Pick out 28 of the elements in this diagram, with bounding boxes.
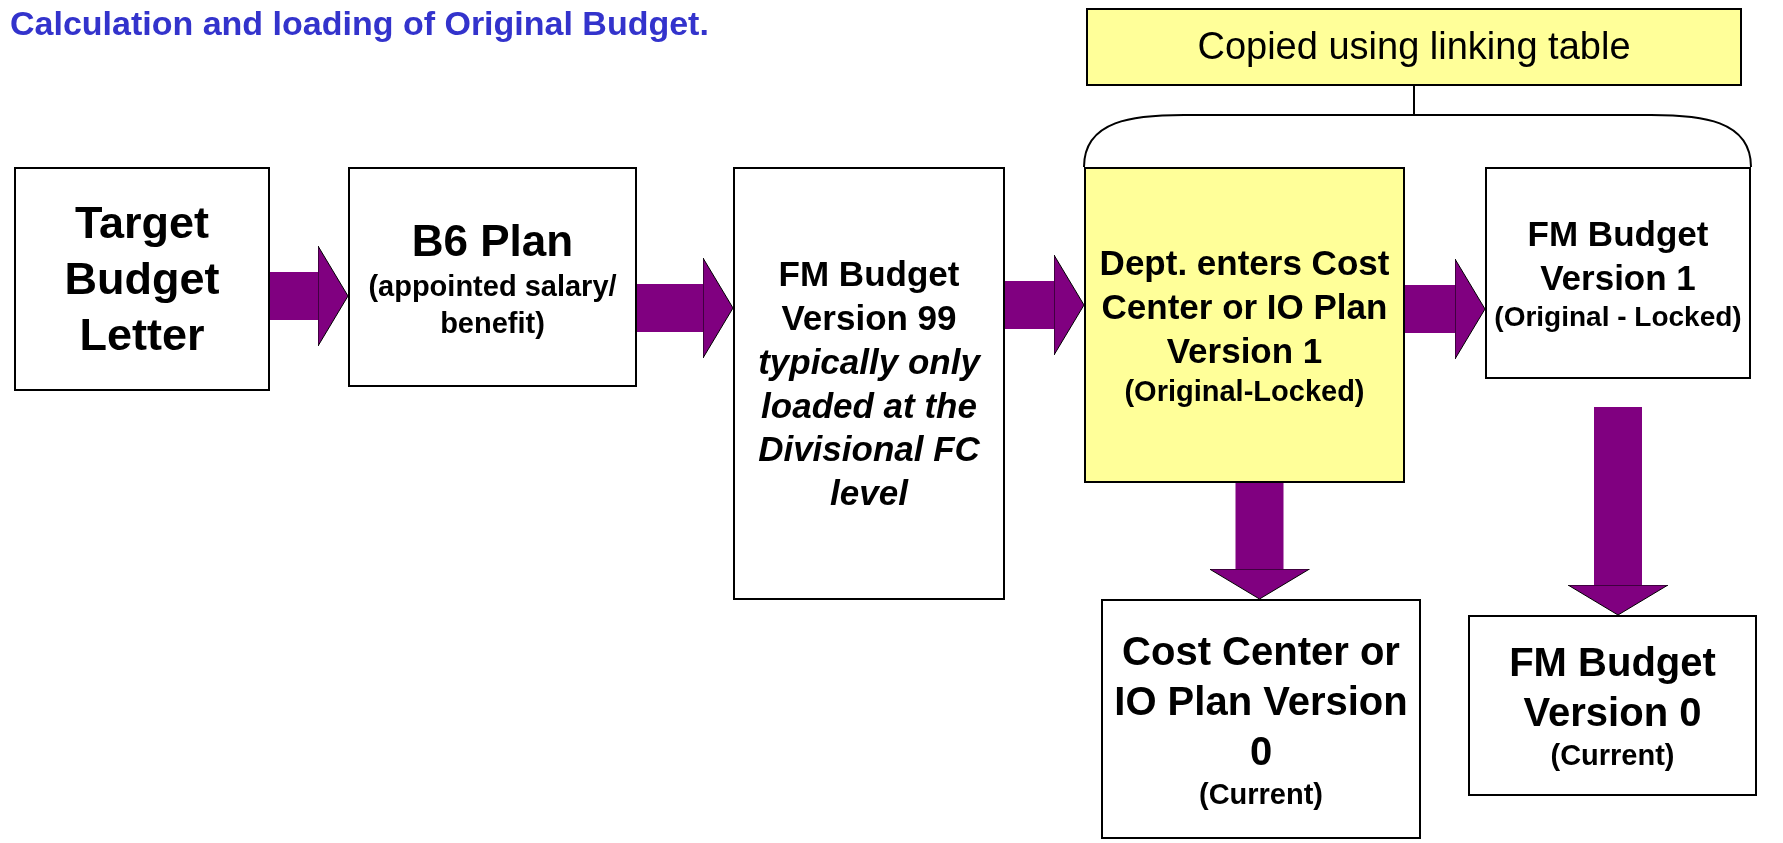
- box-heading: Dept. enters Cost Center or IO Plan Version 1: [1098, 242, 1391, 372]
- box-note: (Current): [1550, 738, 1675, 774]
- box-heading: FM Budget Version 0: [1508, 639, 1717, 737]
- box-note: (Current): [1198, 776, 1323, 812]
- box-heading: Copied using linking table: [1197, 24, 1631, 70]
- box-note: (Original - Locked): [1494, 300, 1742, 335]
- box-heading: B6 Plan: [411, 215, 574, 268]
- block-arrow: [1005, 254, 1085, 356]
- box-heading: Cost Center or IO Plan Version 0: [1113, 627, 1409, 775]
- process-box: [14, 167, 270, 391]
- process-box: [1468, 615, 1757, 796]
- block-arrow: [270, 245, 349, 347]
- process-box: [348, 167, 637, 387]
- highlight-box: [1084, 167, 1405, 483]
- box-note: typically only loaded at the Divisional FC level: [757, 340, 982, 514]
- process-box: [1485, 167, 1751, 379]
- diagram-title: Calculation and loading of Original Budget.: [10, 4, 709, 43]
- box-heading: Target Budget Letter: [63, 195, 221, 363]
- process-box: [733, 167, 1005, 600]
- block-arrow: [1567, 407, 1669, 616]
- box-heading: FM Budget Version 1: [1526, 212, 1710, 299]
- highlight-box: [1086, 8, 1742, 86]
- block-arrow: [637, 257, 734, 359]
- box-note: (Original-Locked): [1124, 373, 1365, 409]
- block-arrow: [1209, 483, 1310, 600]
- process-box: [1101, 599, 1421, 839]
- box-note: (appointed salary/ benefit): [367, 269, 618, 341]
- block-arrow: [1405, 258, 1486, 360]
